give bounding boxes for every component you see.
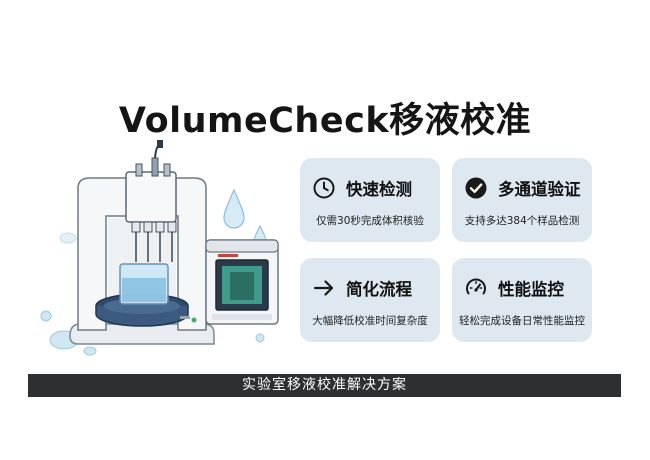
page-title: VolumeCheck移液校准 bbox=[118, 101, 532, 141]
feature-title: 简化流程 bbox=[346, 280, 412, 299]
feature-description: 支持多达384个样品检测 bbox=[464, 215, 580, 227]
feature-description: 仅需30秒完成体积核验 bbox=[316, 215, 424, 227]
water-drop-icon bbox=[223, 188, 245, 229]
feature-title: 快速检测 bbox=[346, 180, 412, 199]
feature-title: 多通道验证 bbox=[498, 180, 581, 199]
solution-banner: 实验室移液校准解决方案 bbox=[28, 374, 621, 397]
pipetting-robot-image bbox=[40, 140, 279, 356]
feature-card-fast-detection: 快速检测 仅需30秒完成体积核验 bbox=[300, 158, 440, 242]
check-circle-icon bbox=[465, 177, 487, 199]
feature-card-multichannel: 多通道验证 支持多达384个样品检测 bbox=[452, 158, 592, 242]
gauge-icon bbox=[466, 278, 486, 295]
clock-icon bbox=[313, 177, 335, 199]
instrument-illustration bbox=[28, 138, 298, 366]
feature-card-simplified-process: 简化流程 大幅降低校准时间复杂度 bbox=[300, 258, 440, 342]
feature-title: 性能监控 bbox=[498, 280, 564, 299]
feature-description: 轻松完成设备日常性能监控 bbox=[459, 315, 585, 327]
feature-description: 大幅降低校准时间复杂度 bbox=[312, 315, 428, 327]
feature-card-performance-monitoring: 性能监控 轻松完成设备日常性能监控 bbox=[452, 258, 592, 342]
arrow-right-icon bbox=[313, 280, 334, 296]
